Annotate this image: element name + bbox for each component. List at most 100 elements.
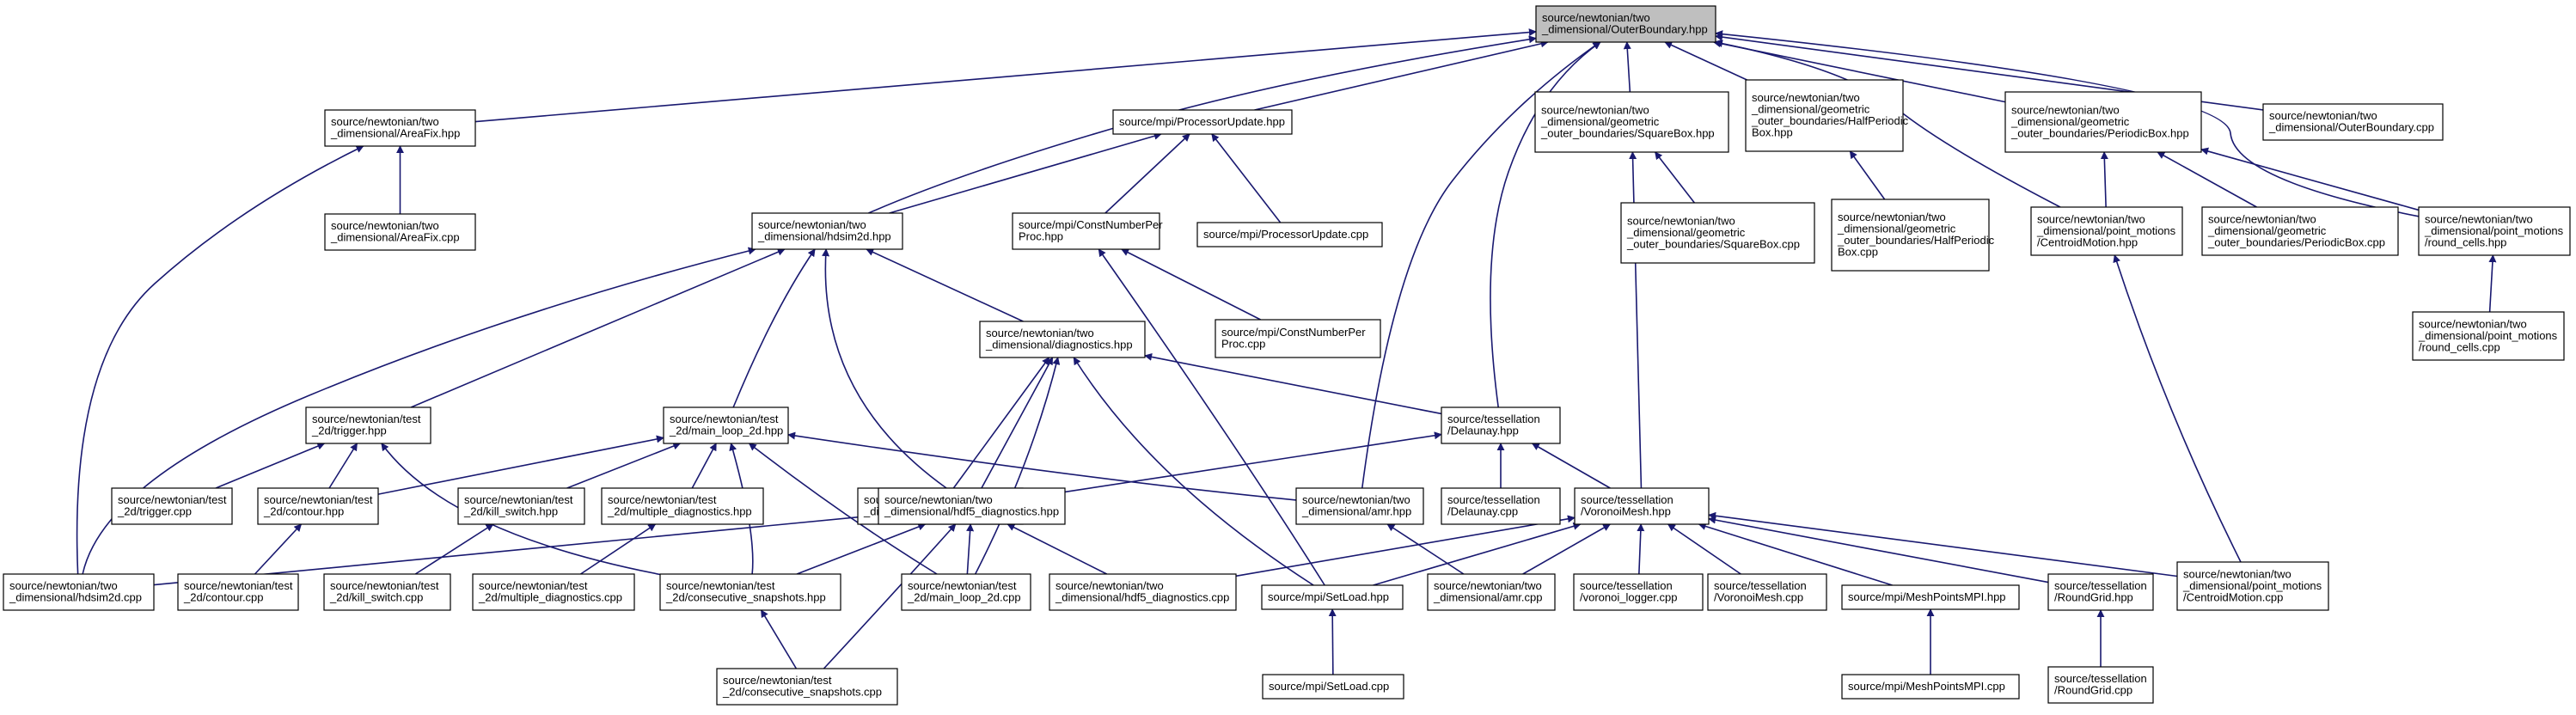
node-trigger-hpp[interactable]: source/newtonian/test_2d/trigger.hpp (305, 406, 431, 444)
node-label-line: /CentroidMotion.hpp (2037, 235, 2138, 248)
node-hdf5-cpp[interactable]: source/newtonian/two_dimensional/hdf5_di… (1049, 573, 1237, 611)
node-multiple-diag-hpp[interactable]: source/newtonian/test_2d/multiple_diagno… (601, 487, 764, 525)
node-outer-boundary-hpp[interactable]: source/newtonian/two_dimensional/OuterBo… (1535, 5, 1716, 43)
node-processor-update-cpp[interactable]: source/mpi/ProcessorUpdate.cpp (1196, 222, 1383, 248)
node-hdf5-hpp[interactable]: source/newtonian/two_dimensional/hdf5_di… (878, 487, 1066, 525)
node-label-line: source/newtonian/two (1302, 493, 1410, 506)
node-consecutive-cpp[interactable]: source/newtonian/test_2d/consecutive_sna… (716, 668, 898, 706)
node-kill-switch-cpp[interactable]: source/newtonian/test_2d/kill_switch.cpp (323, 573, 451, 611)
node-halfperiodic-hpp[interactable]: source/newtonian/two_dimensional/geometr… (1745, 79, 1909, 152)
node-halfperiodic-cpp[interactable]: source/newtonian/two_dimensional/geometr… (1831, 199, 1995, 272)
node-delaunay-hpp[interactable]: source/tessellation/Delaunay.hpp (1441, 406, 1561, 444)
node-label-line: source/newtonian/two (884, 493, 993, 506)
node-label-line: _dimensional/diagnostics.hpp (985, 339, 1133, 351)
node-kill-switch-hpp[interactable]: source/newtonian/test_2d/kill_switch.hpp (457, 487, 585, 525)
node-label-line: _2d/multiple_diagnostics.hpp (607, 505, 752, 518)
node-label-line: _dimensional/AreaFix.hpp (330, 127, 460, 140)
node-hdsim2d-hpp[interactable]: source/newtonian/two_dimensional/hdsim2d… (751, 212, 903, 250)
node-label-line: source/newtonian/test (666, 579, 775, 592)
node-meshpoints-hpp[interactable]: source/mpi/MeshPointsMPI.hpp (1841, 584, 2020, 610)
node-label-line: source/newtonian/two (2183, 567, 2291, 580)
node-box (1012, 212, 1160, 250)
node-label-line: source/newtonian/two (1542, 11, 1650, 24)
node-voronoi-hpp[interactable]: source/tessellation/VoronoiMesh.hpp (1574, 487, 1710, 525)
node-label-line: source/newtonian/two (2425, 212, 2533, 225)
node-contour-cpp[interactable]: source/newtonian/test_2d/contour.cpp (177, 573, 299, 611)
node-label-line: _dimensional/geometric (2207, 224, 2327, 237)
node-label-line: _outer_boundaries/SquareBox.cpp (1626, 237, 1800, 250)
node-box (1261, 584, 1404, 610)
node-round-cells-hpp[interactable]: source/newtonian/two_dimensional/point_m… (2418, 206, 2571, 256)
node-label-line: source/mpi/ConstNumberPer (1221, 326, 1366, 339)
node-main-loop-hpp[interactable]: source/newtonian/test_2d/main_loop_2d.hp… (663, 406, 789, 444)
node-setload-cpp[interactable]: source/mpi/SetLoad.cpp (1262, 674, 1404, 700)
node-box (1841, 584, 2020, 610)
edge-hdsim2d_hpp-to-processor_update_hpp (889, 131, 1162, 214)
edge-setload_cpp-to-setload_hpp (1328, 608, 1337, 675)
node-box (324, 213, 476, 251)
node-round-cells-cpp[interactable]: source/newtonian/two_dimensional/point_m… (2412, 311, 2565, 361)
node-label-line: _2d/kill_switch.cpp (329, 591, 423, 604)
node-trigger-cpp[interactable]: source/newtonian/test_2d/trigger.cpp (111, 487, 233, 525)
node-label-line: _dimensional/geometric (1837, 223, 1956, 235)
node-label-line: _dimensional/hdf5_diagnostics.hpp (884, 505, 1059, 518)
node-label-line: source/tessellation (2054, 672, 2147, 685)
node-label-line: source/newtonian/two (2011, 103, 2120, 116)
node-box (2262, 103, 2444, 141)
node-delaunay-cpp[interactable]: source/tessellation/Delaunay.cpp (1441, 487, 1561, 525)
node-squarebox-hpp[interactable]: source/newtonian/two_dimensional/geometr… (1534, 91, 1729, 153)
node-multiple-diag-cpp[interactable]: source/newtonian/test_2d/multiple_diagno… (472, 573, 635, 611)
node-hdsim2d-cpp[interactable]: source/newtonian/two_dimensional/hdsim2d… (3, 573, 155, 611)
edge-amr_cpp-to-amr_hpp (1386, 523, 1465, 575)
node-voronoi-cpp[interactable]: source/tessellation/VoronoiMesh.cpp (1707, 573, 1827, 611)
node-periodicbox-cpp[interactable]: source/newtonian/two_dimensional/geometr… (2201, 206, 2399, 256)
edge-setload_hpp-to-diagnostics_hpp (1073, 357, 1314, 586)
node-box (457, 487, 585, 525)
node-label-line: source/newtonian/test (608, 493, 717, 506)
node-squarebox-cpp[interactable]: source/newtonian/two_dimensional/geometr… (1620, 202, 1815, 264)
node-box (324, 109, 476, 147)
node-label-line: _dimensional/amr.hpp (1301, 505, 1411, 518)
node-areafix-cpp[interactable]: source/newtonian/two_dimensional/AreaFix… (324, 213, 476, 251)
node-setload-hpp[interactable]: source/mpi/SetLoad.hpp (1261, 584, 1404, 610)
node-processor-update-hpp[interactable]: source/mpi/ProcessorUpdate.hpp (1112, 109, 1293, 135)
edge-hdf5_hpp-to-delaunay_hpp (1064, 431, 1442, 493)
node-label-line: /CentroidMotion.cpp (2183, 590, 2283, 603)
node-box (1112, 109, 1293, 135)
node-amr-hpp[interactable]: source/newtonian/two_dimensional/amr.hpp (1295, 487, 1424, 525)
edge-periodicbox_cpp-to-periodicbox_hpp (2157, 151, 2257, 208)
node-label-line: _2d/multiple_diagnostics.cpp (478, 591, 622, 604)
node-periodicbox-hpp[interactable]: source/newtonian/two_dimensional/geometr… (2004, 91, 2202, 153)
node-box (1215, 319, 1381, 358)
node-diagnostics-hpp[interactable]: source/newtonian/two_dimensional/diagnos… (979, 321, 1146, 358)
node-label-line: _2d/main_loop_2d.hpp (669, 425, 783, 437)
node-label-line: _dimensional/hdf5_diagnostics.cpp (1055, 591, 1229, 604)
node-label-line: _dimensional/OuterBoundary.cpp (2268, 121, 2434, 134)
node-label-line: _dimensional/geometric (1751, 103, 1870, 116)
edge-main_loop_cpp-to-main_loop_hpp (748, 443, 938, 575)
node-meshpoints-cpp[interactable]: source/mpi/MeshPointsMPI.cpp (1841, 674, 2020, 700)
node-label-line: source/newtonian/test (118, 493, 227, 506)
node-consecutive-hpp[interactable]: source/newtonian/test_2d/consecutive_sna… (659, 573, 841, 611)
node-roundgrid-cpp[interactable]: source/tessellation/RoundGrid.cpp (2047, 666, 2154, 704)
node-roundgrid-hpp[interactable]: source/tessellation/RoundGrid.hpp (2047, 573, 2154, 611)
node-contour-hpp[interactable]: source/newtonian/test_2d/contour.hpp (257, 487, 379, 525)
node-areafix-hpp[interactable]: source/newtonian/two_dimensional/AreaFix… (324, 109, 476, 147)
edge-round_cells_cpp-to-round_cells_hpp (2488, 254, 2497, 313)
node-centroid-cpp[interactable]: source/newtonian/two_dimensional/point_m… (2176, 561, 2329, 611)
node-amr-cpp[interactable]: source/newtonian/two_dimensional/amr.cpp (1427, 573, 1556, 611)
node-box (716, 668, 898, 706)
edge-centroid_cpp-to-voronoi_hpp (1708, 511, 2178, 578)
node-box (1707, 573, 1827, 611)
node-label-line: _2d/main_loop_2d.cpp (907, 591, 1021, 604)
node-centroid-hpp[interactable]: source/newtonian/two_dimensional/point_m… (2030, 206, 2183, 256)
node-label-line: source/mpi/SetLoad.hpp (1268, 590, 1389, 603)
node-label-line: /VoronoiMesh.cpp (1714, 591, 1803, 604)
edge-processor_update_cpp-to-processor_update_hpp (1211, 133, 1282, 223)
node-box (1427, 573, 1556, 611)
node-outer-boundary-cpp[interactable]: source/newtonian/two_dimensional/OuterBo… (2262, 103, 2444, 141)
node-main-loop-cpp[interactable]: source/newtonian/test_2d/main_loop_2d.cp… (901, 573, 1031, 611)
node-voronoi-logger-cpp[interactable]: source/tessellation/voronoi_logger.cpp (1573, 573, 1704, 611)
